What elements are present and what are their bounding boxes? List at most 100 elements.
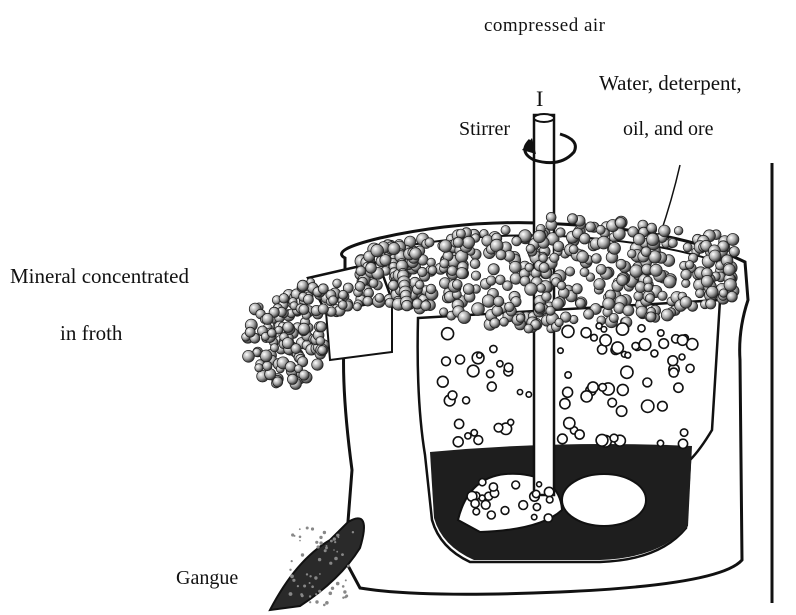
bubble <box>683 243 692 252</box>
bubble <box>572 284 582 294</box>
bubble <box>579 233 590 244</box>
bubble <box>706 299 716 309</box>
bubble <box>581 328 591 338</box>
bubble <box>303 294 313 304</box>
bubble <box>487 511 495 519</box>
stirrer-label: Stirrer <box>459 119 510 139</box>
gangue-speck <box>292 579 295 582</box>
gangue-speck <box>306 573 308 575</box>
bubble <box>668 356 678 366</box>
bubble <box>546 496 553 503</box>
gangue-speck <box>342 585 345 588</box>
gangue-speck <box>301 553 304 556</box>
bubble <box>380 255 391 266</box>
bubble <box>617 275 628 286</box>
bubble <box>544 514 552 522</box>
bubble <box>563 387 573 397</box>
gangue-speck <box>290 574 294 578</box>
bubble <box>418 267 427 276</box>
bubble <box>642 400 654 412</box>
bubble <box>657 440 663 446</box>
bubble <box>496 250 506 260</box>
bubble <box>596 434 608 446</box>
bubble <box>610 434 618 442</box>
gangue-speck <box>318 558 321 561</box>
bubble <box>643 378 652 387</box>
gangue-speck <box>303 585 306 588</box>
bubble <box>682 279 690 287</box>
gangue-speck <box>299 540 301 542</box>
gangue-speck <box>334 541 336 543</box>
bubble <box>641 247 651 257</box>
gangue-speck <box>325 547 328 550</box>
bubble <box>437 376 448 387</box>
bubble <box>388 243 400 255</box>
gangue-speck <box>315 593 317 595</box>
bubble <box>355 282 365 292</box>
gangue-speck <box>336 534 339 537</box>
bubble <box>651 350 658 357</box>
bubble <box>516 314 525 323</box>
bubble <box>565 372 571 378</box>
bubble <box>586 222 596 232</box>
feed-label-line2: oil, and ore <box>623 119 714 139</box>
bubble <box>479 479 486 486</box>
gangue-speck <box>291 533 294 536</box>
gangue-speck <box>309 575 311 577</box>
gangue-speck <box>309 595 311 597</box>
bubble <box>440 308 448 316</box>
bubble <box>329 296 338 305</box>
bubble <box>440 259 449 268</box>
stirrer-top <box>534 114 554 122</box>
bubble <box>500 317 509 326</box>
bubble <box>566 267 575 276</box>
bubble <box>525 283 538 296</box>
bubble <box>701 275 713 287</box>
bubble <box>262 313 273 324</box>
gangue-label: Gangue <box>176 568 238 588</box>
bubble <box>353 303 361 311</box>
bubble <box>458 311 471 324</box>
gangue-speck <box>333 537 336 540</box>
bubble <box>612 342 624 354</box>
bubble <box>588 382 598 392</box>
bubble <box>283 322 294 333</box>
bubble <box>243 350 255 362</box>
bubble <box>427 258 436 267</box>
bubble <box>555 318 563 326</box>
bubble <box>552 298 564 310</box>
bubble <box>489 483 497 491</box>
bubble <box>544 487 553 496</box>
bubble <box>616 323 628 335</box>
bubble <box>501 507 509 515</box>
bubble <box>533 230 545 242</box>
bubble <box>298 323 310 335</box>
bubble <box>685 261 694 270</box>
gangue-speck <box>325 601 329 605</box>
bubble <box>297 280 308 291</box>
gangue-speck <box>315 541 318 544</box>
concentrate-label-line1: Mineral concentrated <box>10 266 189 287</box>
bubble <box>680 429 687 436</box>
bubble <box>567 214 577 224</box>
gangue-speck <box>299 528 301 530</box>
bubble <box>661 309 673 321</box>
bubble <box>638 325 645 332</box>
feed-leader-line <box>660 165 680 235</box>
bubble <box>723 264 735 276</box>
bubble <box>609 313 618 322</box>
bubble <box>299 305 309 315</box>
bubble <box>279 294 289 304</box>
bubble <box>575 430 584 439</box>
bubble <box>706 286 718 298</box>
bubble <box>318 284 328 294</box>
bubble <box>659 225 671 237</box>
bubble <box>465 433 471 439</box>
gangue-speck <box>311 585 314 588</box>
bubble <box>481 500 490 509</box>
bubble <box>463 236 475 248</box>
bubble <box>493 296 503 306</box>
bubble <box>425 238 434 247</box>
bubble <box>273 377 283 387</box>
